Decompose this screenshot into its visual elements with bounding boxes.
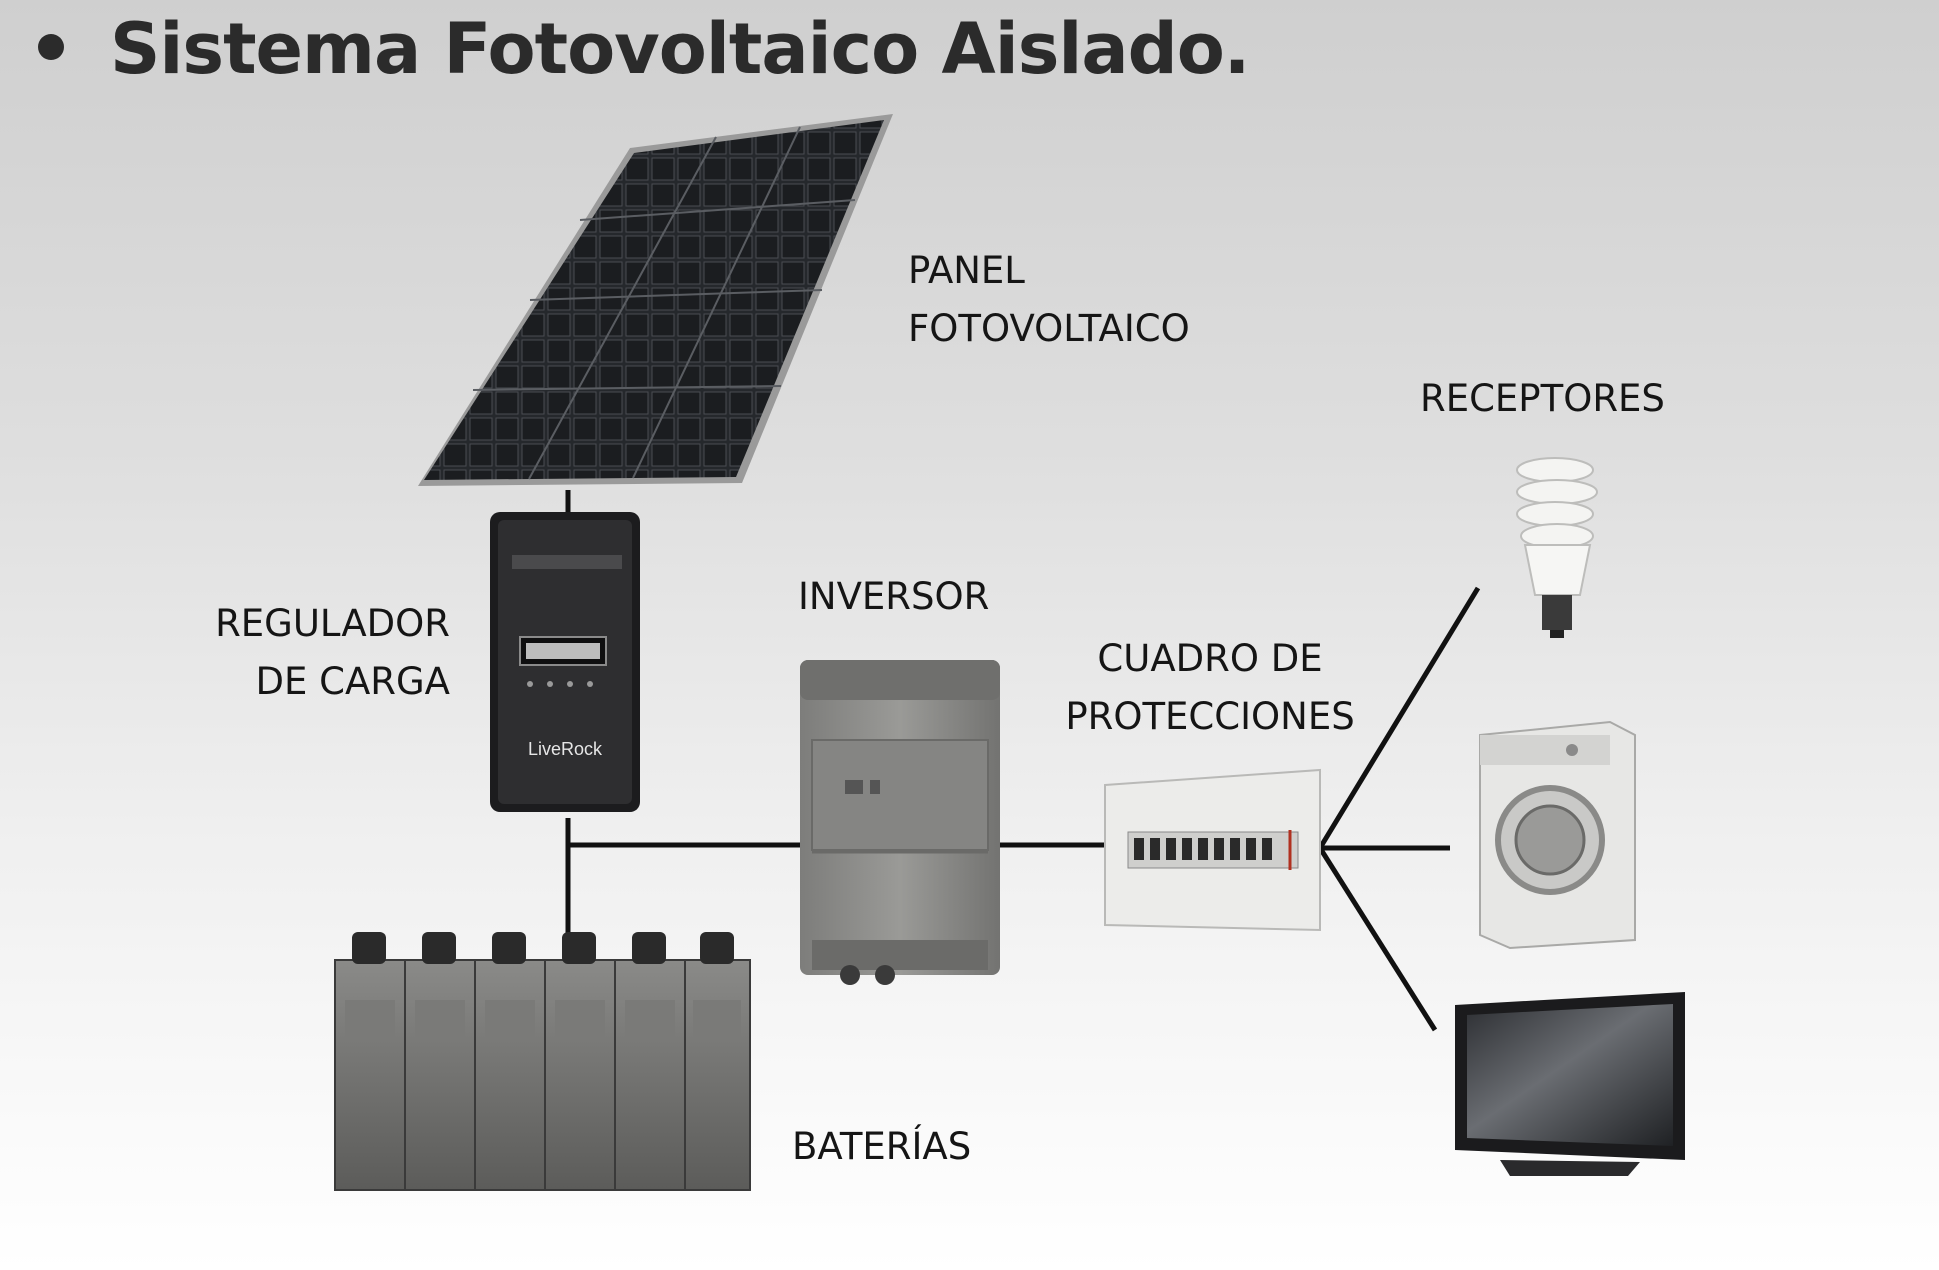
slide-title: Sistema Fotovoltaico Aislado.	[110, 8, 1250, 90]
protections-label-line-1: CUADRO DE	[1097, 637, 1323, 680]
batteries-label-text: BATERÍAS	[792, 1125, 972, 1168]
wire-to-tv	[1317, 846, 1438, 1032]
receptors-label: RECEPTORES	[1420, 370, 1665, 428]
washing-machine-icon	[1479, 720, 1636, 950]
battery-cell	[684, 932, 751, 1191]
wiring	[565, 490, 1481, 1032]
wire-to-bulb	[1317, 586, 1481, 850]
charge-regulator-image: LiveRock	[490, 512, 640, 812]
battery-cell	[334, 932, 406, 1191]
inverter-label: INVERSOR	[798, 568, 989, 626]
television-icon	[1455, 992, 1685, 1176]
battery-cell	[474, 932, 546, 1191]
inverter-label-text: INVERSOR	[798, 575, 990, 618]
regulator-label: REGULADOR DE CARGA	[180, 595, 450, 711]
batteries-image	[334, 932, 751, 1191]
batteries-label: BATERÍAS	[792, 1118, 971, 1176]
panel-label-line-1: PANEL	[908, 249, 1025, 292]
solar-panel-image	[418, 114, 893, 486]
battery-cell	[404, 932, 476, 1191]
battery-cell	[614, 932, 686, 1191]
regulator-brand-text: LiveRock	[528, 739, 603, 759]
bullet-point	[38, 34, 64, 60]
panel-label: PANEL FOTOVOLTAICO	[908, 242, 1190, 358]
receptors-label-text: RECEPTORES	[1420, 377, 1665, 420]
battery-cell	[544, 932, 616, 1191]
light-bulb-icon	[1516, 457, 1598, 638]
panel-label-line-2: FOTOVOLTAICO	[908, 307, 1190, 350]
protections-label-line-2: PROTECCIONES	[1065, 695, 1355, 738]
regulator-label-line-2: DE CARGA	[255, 660, 450, 703]
regulator-label-line-1: REGULADOR	[215, 602, 450, 645]
protections-board-image	[1104, 768, 1321, 932]
protections-label: CUADRO DE PROTECCIONES	[1055, 630, 1365, 746]
inverter-image	[800, 660, 1000, 985]
